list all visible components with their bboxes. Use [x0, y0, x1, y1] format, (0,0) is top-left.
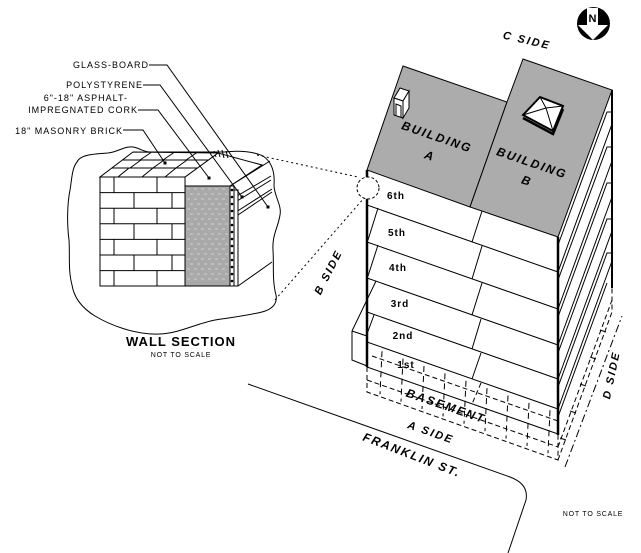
- brick-mortar-joints: [100, 177, 185, 286]
- d-side-face: [558, 90, 612, 434]
- basement-outline: [366, 288, 623, 468]
- penthouse-side: [402, 89, 410, 120]
- floor-label-3rd: 3rd: [391, 299, 410, 310]
- wall-section-scale-note: NOT TO SCALE: [151, 352, 212, 359]
- leader-dot-glass-board: [266, 205, 270, 209]
- basement-grid-tick: [547, 410, 551, 454]
- d-side-slab-lines: [557, 111, 613, 418]
- slab-edges-left: [351, 207, 379, 367]
- floor-label-4th: 4th: [389, 263, 407, 274]
- basement-dashed-edges: [366, 288, 613, 461]
- basement-grid-tick: [559, 437, 567, 441]
- basement-grid: [379, 329, 607, 454]
- basement-grid-tick: [379, 351, 383, 395]
- polystyrene-layer: [229, 185, 235, 287]
- leader-dot-masonry-brick: [163, 161, 167, 165]
- basement-grid-tick: [526, 402, 530, 446]
- basement-grid-tick: [589, 356, 597, 360]
- basement-grid-tick: [569, 410, 577, 414]
- floor-label-5th: 5th: [388, 228, 406, 239]
- polystyrene-dot: [230, 202, 234, 206]
- basement-grid-tick: [484, 388, 488, 432]
- callout-line-top: [256, 154, 359, 178]
- front-face: [367, 170, 558, 434]
- polystyrene-dots: [230, 188, 234, 283]
- polystyrene-dot: [230, 195, 234, 199]
- north-arrow-icon: N: [577, 7, 610, 40]
- label-asphalt-cork-line2: IMPREGNATED CORK: [28, 105, 138, 115]
- site-plan-scale-note: NOT TO SCALE: [563, 511, 624, 518]
- basement-grid-tick: [599, 329, 607, 333]
- polystyrene-dot: [230, 237, 234, 241]
- masonry-brick-layer: [99, 176, 186, 287]
- building-b-letter: B: [520, 173, 535, 190]
- label-polystyrene: POLYSTYRENE: [66, 80, 143, 90]
- floor-label-6th: 6th: [387, 191, 405, 202]
- basement-grid-tick: [421, 365, 425, 410]
- polystyrene-dot: [230, 244, 234, 248]
- leader-line-polystyrene: [143, 84, 243, 198]
- leader-line-glass-board: [149, 64, 269, 208]
- label-masonry-brick: 18" MASONRY BRICK: [15, 126, 123, 136]
- wall-section-detail: GLASS-BOARD POLYSTYRENE 6"-18" ASPHALT- …: [15, 60, 281, 359]
- polystyrene-dot: [230, 272, 234, 276]
- polystyrene-dot: [230, 209, 234, 213]
- leader-line-masonry-brick: [123, 129, 166, 164]
- side-label-d: D SIDE: [601, 350, 623, 400]
- label-glass-board: GLASS-BOARD: [73, 60, 149, 70]
- penthouse-door: [395, 103, 402, 117]
- roof-building-b: [469, 58, 613, 238]
- compass-arrow: [578, 8, 608, 40]
- polystyrene-dot: [230, 279, 234, 283]
- cork-texture: [187, 188, 228, 280]
- basement-grid-tick: [579, 383, 587, 387]
- basement-grid-tick: [442, 373, 446, 417]
- polystyrene-dot: [230, 258, 234, 262]
- polystyrene-dot: [230, 188, 234, 192]
- building-divider-segments: [471, 210, 483, 380]
- floor-label-1st: 1st: [397, 360, 414, 371]
- building-divider-basement: [471, 382, 482, 405]
- compass-north-label: N: [589, 13, 597, 25]
- side-label-b: B SIDE: [312, 248, 345, 297]
- asphalt-cork-layer: [184, 185, 231, 287]
- label-asphalt-cork-line1: 6"-18" ASPHALT-: [44, 93, 128, 103]
- basement-dash-dot-edges: [564, 315, 623, 468]
- side-label-c: C SIDE: [502, 30, 552, 53]
- building-isometric: BUILDING A BUILDING B 6th 5th 4th 3rd 2n…: [256, 58, 623, 468]
- building-a-letter: A: [422, 147, 438, 164]
- polystyrene-dot: [230, 251, 234, 255]
- basement-grid-tick: [463, 380, 467, 424]
- polystyrene-dot: [230, 223, 234, 227]
- stair-penthouse-icon: [393, 87, 410, 120]
- detail-callout-circle: [356, 176, 380, 200]
- basement-grid-tick: [400, 358, 404, 402]
- skylight-ridges: [522, 96, 564, 132]
- polystyrene-dot: [230, 216, 234, 220]
- street-curb-line: [247, 383, 527, 553]
- basement-grid-tick: [505, 395, 509, 439]
- polystyrene-dot: [230, 265, 234, 269]
- polystyrene-dot: [230, 230, 234, 234]
- leader-dot-polystyrene: [240, 195, 244, 199]
- insulation-side-faces: [229, 160, 273, 287]
- brick-top-joints: [112, 152, 208, 178]
- wall-section-title: WALL SECTION: [126, 334, 236, 349]
- penthouse-front: [393, 97, 404, 119]
- leader-dot-asphalt-cork: [207, 176, 211, 180]
- leader-line-asphalt-cork: [138, 109, 210, 179]
- skylight-icon: [521, 95, 565, 136]
- floor-lines: [366, 204, 559, 435]
- skylight-base-shadow: [522, 108, 565, 136]
- glass-board-layer: [233, 189, 239, 287]
- floor-label-2nd: 2nd: [393, 331, 414, 342]
